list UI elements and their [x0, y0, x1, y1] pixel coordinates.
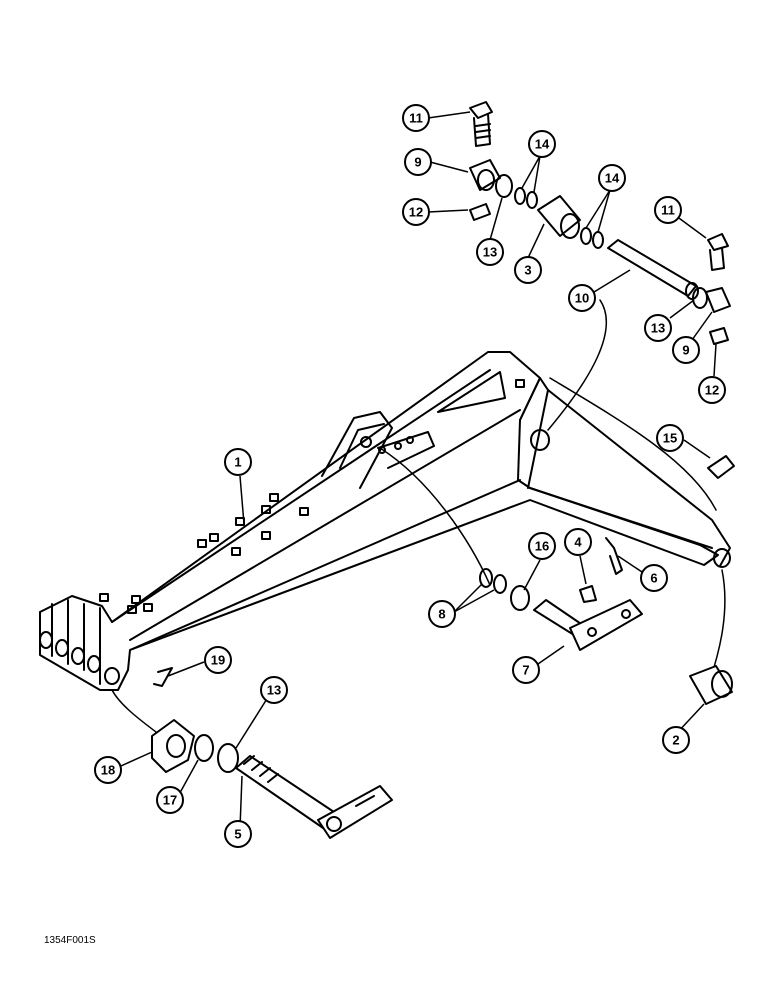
part-washer: [194, 734, 214, 762]
part-sleeve: [469, 159, 501, 191]
part-o-ring: [526, 191, 538, 209]
part-washer: [510, 585, 530, 611]
callout-12: 12: [705, 383, 719, 398]
callout-10: 10: [575, 291, 589, 306]
callout-14: 14: [605, 171, 620, 186]
part-pin: [607, 239, 699, 300]
callout-12: 12: [409, 205, 423, 220]
part-bolt: [707, 233, 729, 271]
part-o-ring: [592, 231, 604, 249]
leader-lines: [111, 299, 726, 736]
part-washer: [495, 174, 513, 198]
callout-4: 4: [574, 535, 582, 550]
part-nut: [151, 719, 195, 773]
part-plug: [579, 585, 597, 603]
part-o-ring: [514, 187, 526, 205]
callout-9: 9: [682, 343, 689, 358]
part-washer: [692, 287, 708, 309]
callout-13: 13: [267, 683, 281, 698]
callout-3: 3: [524, 263, 531, 278]
callout-14: 14: [535, 137, 550, 152]
part-bolt: [469, 101, 493, 147]
callout-16: 16: [535, 539, 549, 554]
part-sleeve: [705, 287, 731, 313]
part-bushing: [689, 665, 733, 705]
part-pin-plate: [533, 599, 643, 651]
part-o-ring: [493, 574, 507, 594]
part-o-ring: [479, 568, 493, 588]
callout-6: 6: [650, 571, 657, 586]
part-bushing: [537, 195, 581, 239]
callout-circles: [94, 104, 726, 848]
callout-17: 17: [163, 793, 177, 808]
part-nut: [469, 203, 491, 221]
boom-frame: [39, 351, 731, 691]
callout-11: 11: [661, 203, 675, 218]
part-nut: [709, 327, 729, 345]
callout-2: 2: [672, 733, 679, 748]
callout-leaders: [111, 111, 717, 829]
callout-9: 9: [414, 155, 421, 170]
part-pin-plate: [235, 755, 393, 839]
part-o-ring: [580, 227, 592, 245]
callout-19: 19: [211, 653, 225, 668]
callout-11: 11: [409, 111, 423, 126]
part-clip: [605, 537, 623, 575]
callout-1: 1: [234, 455, 241, 470]
callout-13: 13: [483, 245, 497, 260]
callout-15: 15: [663, 431, 677, 446]
callout-13: 13: [651, 321, 665, 336]
callout-7: 7: [522, 663, 529, 678]
callout-18: 18: [101, 763, 115, 778]
callout-5: 5: [234, 827, 241, 842]
figure-id: 1354F001S: [44, 935, 96, 946]
part-washer: [217, 743, 239, 773]
part-grease-fitting: [707, 455, 735, 479]
part-clip: [153, 667, 173, 687]
callout-8: 8: [438, 607, 445, 622]
